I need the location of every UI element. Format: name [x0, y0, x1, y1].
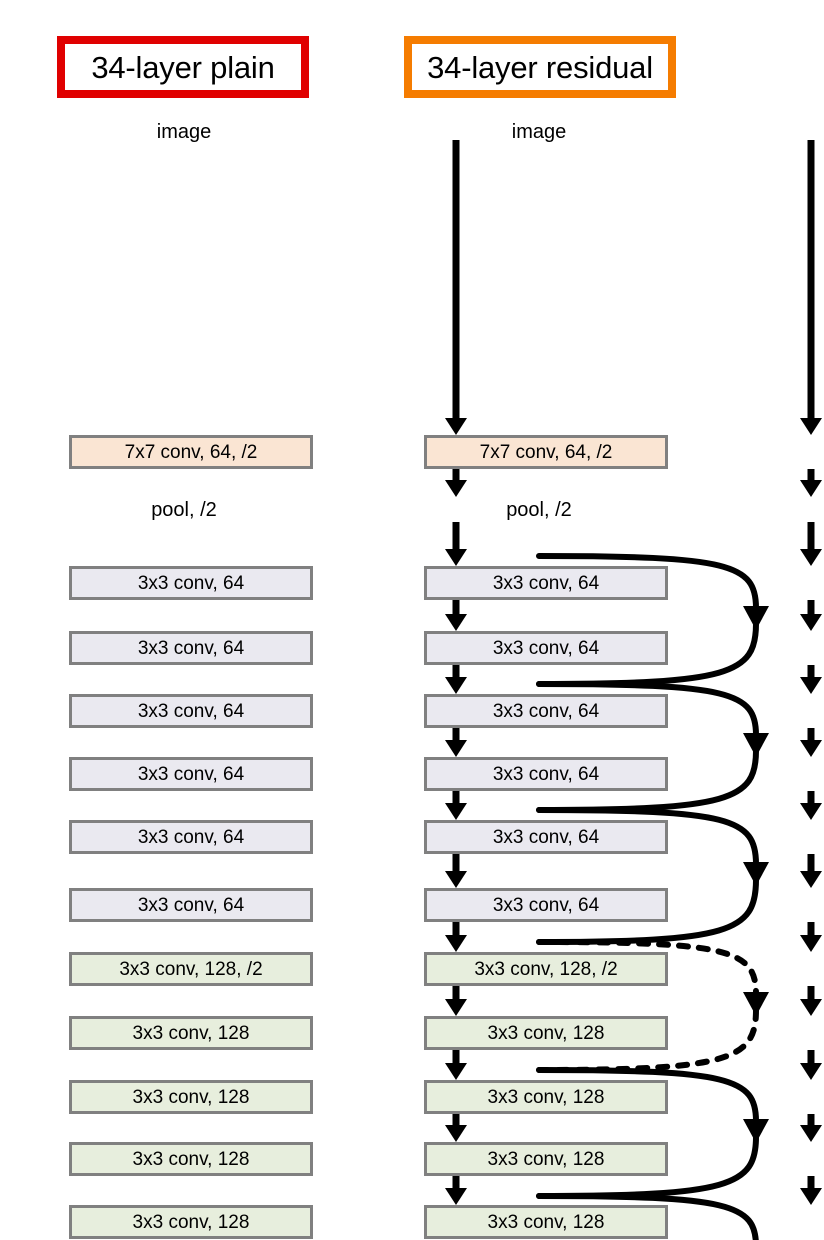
flow-arrow	[800, 1050, 822, 1080]
layer-box: 3x3 conv, 64	[424, 757, 668, 791]
layer-label: 3x3 conv, 64	[492, 700, 600, 722]
title-label: 34-layer residual	[427, 49, 653, 85]
layer-label: 3x3 conv, 128	[132, 1148, 250, 1170]
layer-box: 3x3 conv, 128	[69, 1142, 313, 1176]
layer-box: 3x3 conv, 64	[69, 631, 313, 665]
layer-box: 3x3 conv, 128	[69, 1205, 313, 1239]
flow-arrow	[800, 600, 822, 631]
layer-box: 3x3 conv, 64	[69, 820, 313, 854]
layer-label: 3x3 conv, 64	[137, 637, 245, 659]
layer-label: 3x3 conv, 128	[487, 1022, 605, 1044]
layer-label: 3x3 conv, 128, /2	[119, 958, 263, 980]
flow-arrow	[800, 986, 822, 1016]
layer-label: 3x3 conv, 128	[132, 1022, 250, 1044]
layer-label: 3x3 conv, 64	[137, 894, 245, 916]
layer-label: 3x3 conv, 128	[487, 1211, 605, 1233]
flow-arrows	[800, 140, 822, 1205]
layer-box: 3x3 conv, 128, /2	[424, 952, 668, 986]
title-label: 34-layer plain	[91, 49, 275, 85]
title-box-residual: 34-layer residual	[404, 36, 676, 98]
layer-box: 3x3 conv, 128	[424, 1016, 668, 1050]
flow-arrow	[800, 854, 822, 888]
layer-label: 3x3 conv, 64	[137, 826, 245, 848]
input-label-image: image	[511, 121, 567, 143]
layer-box: 3x3 conv, 128	[424, 1142, 668, 1176]
layer-box: 3x3 conv, 64	[424, 694, 668, 728]
column-plain: 34-layer plain image pool, /2 7x7 conv, 64,…	[44, 0, 467, 1240]
layer-label: 3x3 conv, 64	[492, 572, 600, 594]
pool-label: pool, /2	[506, 499, 572, 521]
layer-box: 3x3 conv, 64	[424, 631, 668, 665]
layer-box: 3x3 conv, 64	[69, 694, 313, 728]
layer-label: 7x7 conv, 64, /2	[479, 441, 613, 463]
layer-box: 7x7 conv, 64, /2	[424, 435, 668, 469]
flow-arrow	[800, 469, 822, 497]
layer-box: 3x3 conv, 128	[424, 1080, 668, 1114]
layer-label: 3x3 conv, 64	[137, 763, 245, 785]
layer-box: 3x3 conv, 64	[424, 820, 668, 854]
pool-label: pool, /2	[151, 499, 217, 521]
layer-label: 3x3 conv, 128	[487, 1148, 605, 1170]
layer-box: 3x3 conv, 128	[69, 1016, 313, 1050]
flow-arrow	[800, 522, 822, 566]
layer-label: 3x3 conv, 128	[132, 1211, 250, 1233]
layer-label: 7x7 conv, 64, /2	[124, 441, 258, 463]
layer-label: 3x3 conv, 64	[492, 894, 600, 916]
flow-arrow	[800, 1176, 822, 1205]
layer-box: 3x3 conv, 64	[69, 566, 313, 600]
layer-box: 3x3 conv, 64	[424, 566, 668, 600]
layer-box: 3x3 conv, 64	[69, 888, 313, 922]
layer-box: 7x7 conv, 64, /2	[69, 435, 313, 469]
layer-box: 3x3 conv, 64	[424, 888, 668, 922]
layer-label: 3x3 conv, 128	[132, 1086, 250, 1108]
flow-arrow	[800, 665, 822, 694]
layer-box: 3x3 conv, 128, /2	[69, 952, 313, 986]
layer-label: 3x3 conv, 64	[137, 700, 245, 722]
layer-label: 3x3 conv, 64	[492, 826, 600, 848]
layer-label: 3x3 conv, 64	[492, 637, 600, 659]
flow-arrow	[800, 791, 822, 820]
column-residual: 34-layer residual image pool, /2 7x7 conv, …	[399, 0, 822, 1240]
title-box-plain: 34-layer plain	[57, 36, 309, 98]
flow-arrow	[800, 140, 822, 435]
input-label-image: image	[156, 121, 212, 143]
flow-arrow	[800, 728, 822, 757]
flow-arrow	[800, 922, 822, 952]
layer-box: 3x3 conv, 64	[69, 757, 313, 791]
layer-label: 3x3 conv, 64	[137, 572, 245, 594]
layer-label: 3x3 conv, 64	[492, 763, 600, 785]
layer-box: 3x3 conv, 128	[69, 1080, 313, 1114]
flow-arrow	[800, 1114, 822, 1142]
layer-label: 3x3 conv, 128, /2	[474, 958, 618, 980]
layer-box: 3x3 conv, 128	[424, 1205, 668, 1239]
layer-label: 3x3 conv, 128	[487, 1086, 605, 1108]
